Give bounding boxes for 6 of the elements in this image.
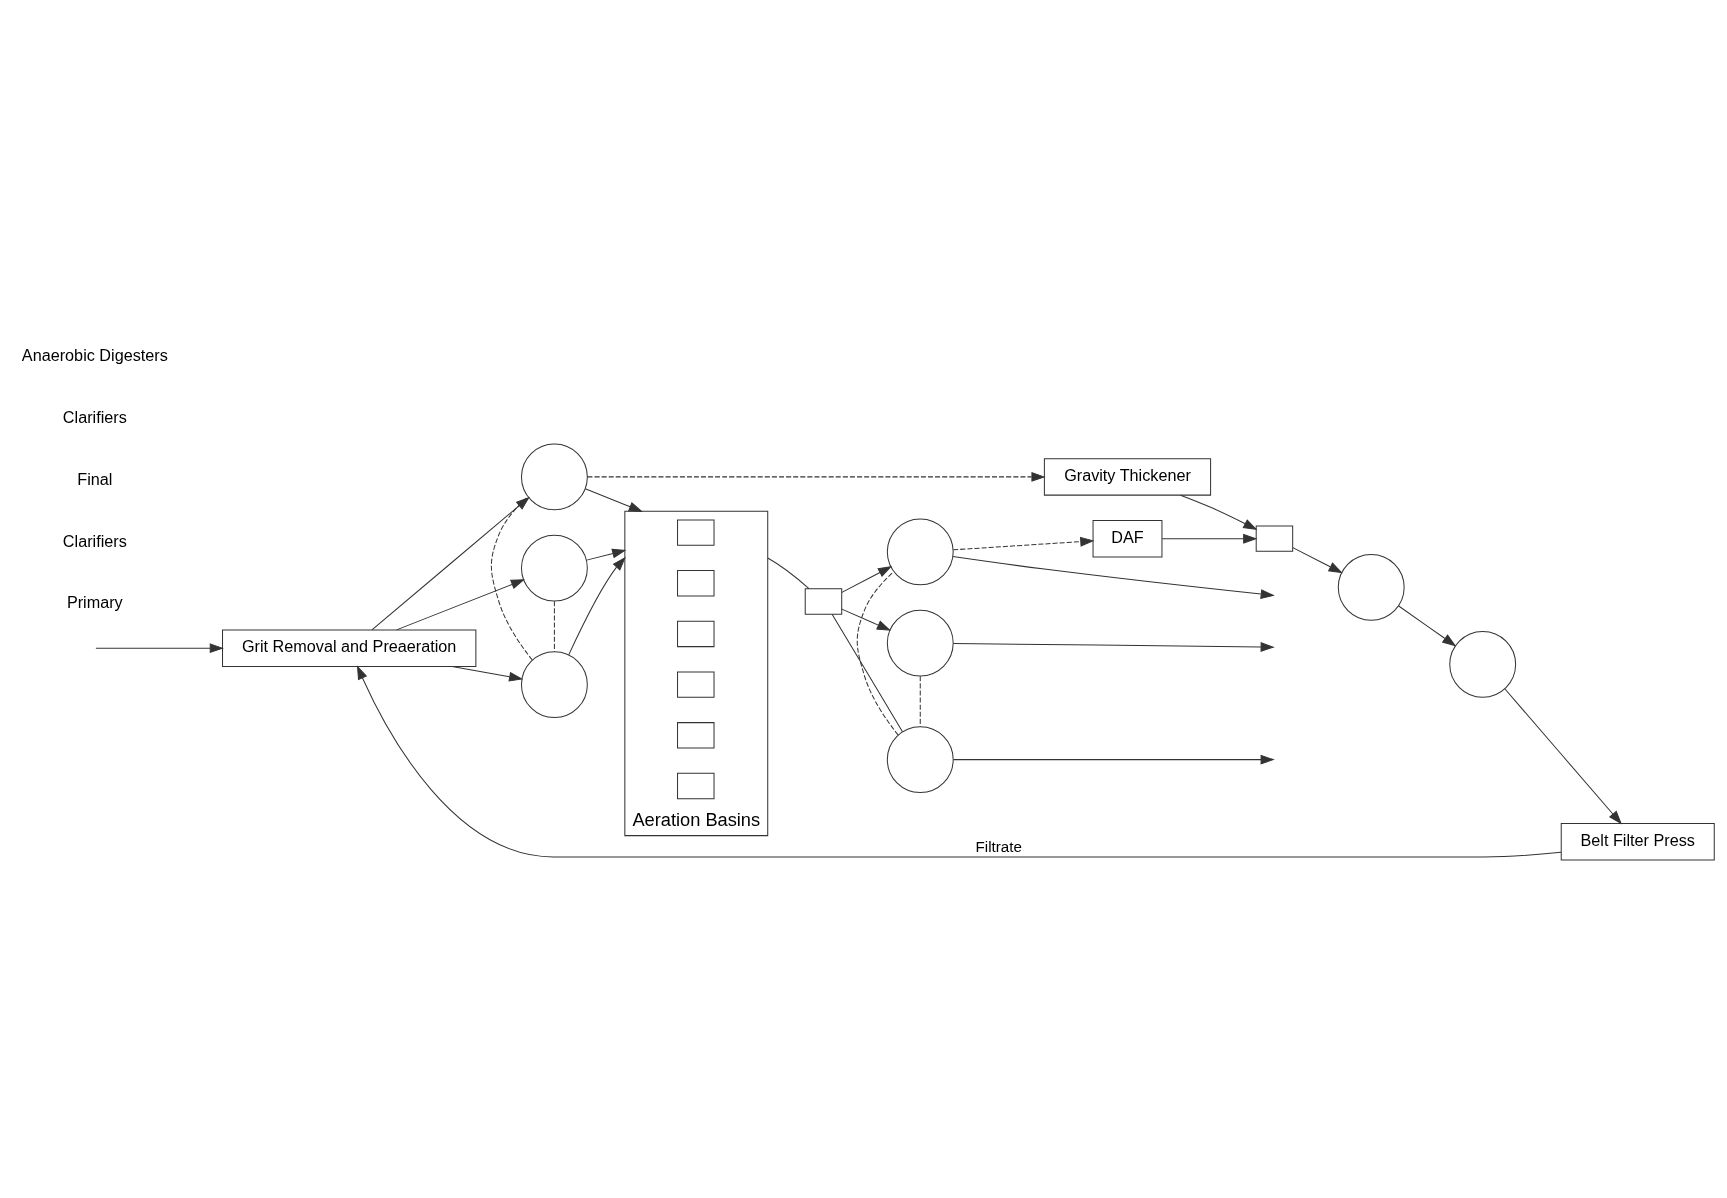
label: Clarifiers: [62, 407, 127, 426]
label: Primary: [66, 592, 123, 611]
label: Anaerobic Digesters: [21, 345, 168, 364]
label: Clarifiers: [62, 531, 127, 550]
edge-label: Filtrate: [975, 837, 1022, 855]
label: Final: [77, 469, 113, 488]
